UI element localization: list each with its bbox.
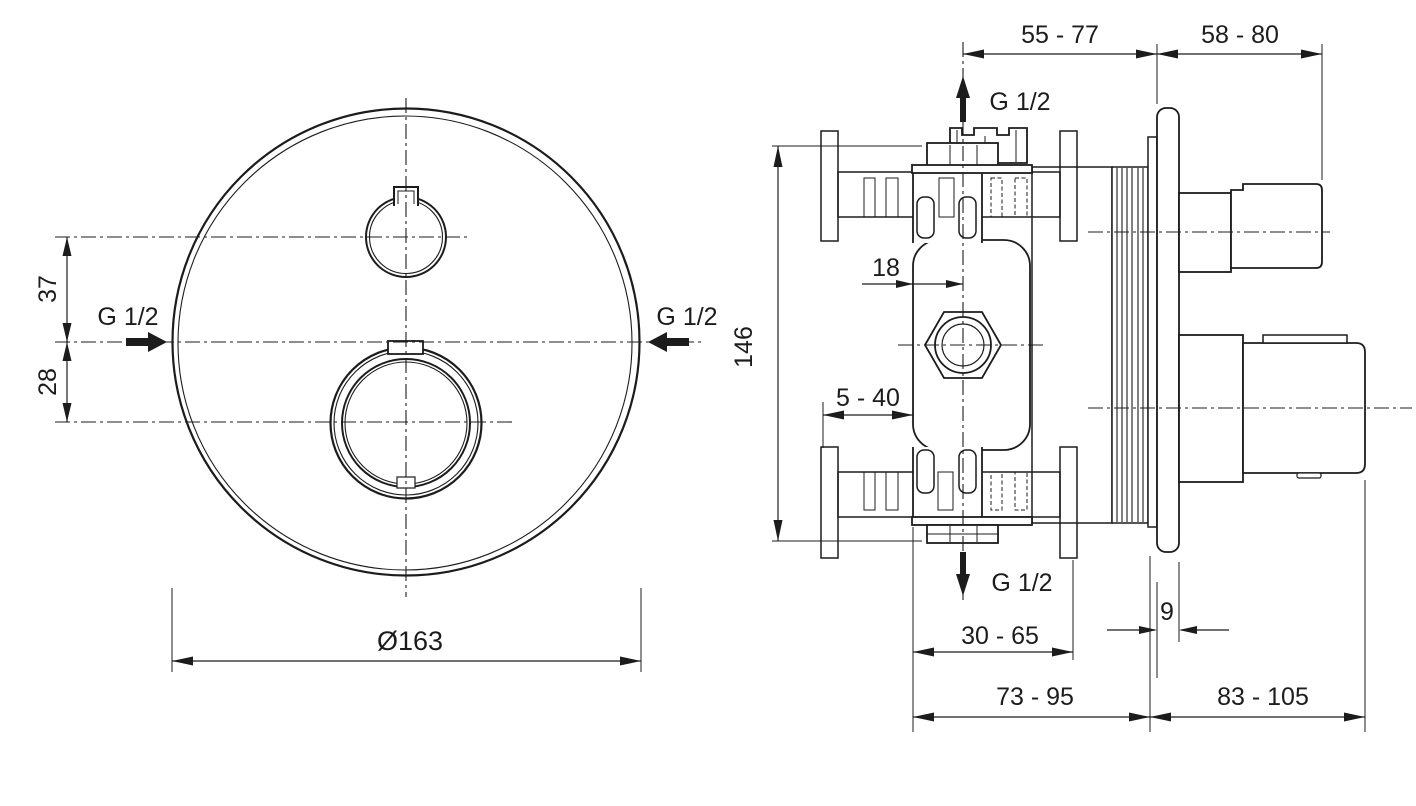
wall-slots-hidden: [990, 177, 1028, 511]
dim-spindle-offset: 18: [862, 254, 963, 288]
mounting-bar-right-bottom: [1059, 446, 1078, 559]
dim-top-projection: 58 - 80: [1157, 21, 1323, 180]
top-port: G 1/2: [956, 76, 1051, 122]
dim-body-height: 146: [730, 145, 922, 542]
mounting-bar-left-top: [820, 130, 839, 242]
upper-knob-side: [1178, 183, 1323, 273]
dim-body-height-label: 146: [730, 326, 758, 368]
right-port-label: G 1/2: [656, 303, 717, 331]
top-port-label: G 1/2: [989, 88, 1050, 116]
lower-knob-tab-side: [1262, 334, 1348, 344]
dim-wall-range: 5 - 40: [822, 384, 913, 448]
right-inlet: G 1/2: [648, 303, 718, 352]
faceplate-side: [1156, 107, 1180, 553]
dim-diameter-label: Ø163: [377, 626, 443, 656]
mounting-bar-right-top: [1059, 130, 1078, 242]
dim-top-depth-label: 55 - 77: [1021, 21, 1099, 49]
lower-knob-bump: [1296, 472, 1322, 479]
dim-knob-offsets: 37 28: [34, 237, 72, 422]
left-inlet: G 1/2: [97, 303, 167, 352]
body-flange-bottom: [911, 516, 1033, 526]
dim-total-projection-label: 83 - 105: [1217, 683, 1309, 711]
bottom-port: G 1/2: [956, 552, 1053, 597]
left-inlet-arrow: [126, 332, 167, 352]
faceplate-step: [1147, 136, 1158, 528]
dim-mid-depth: 30 - 65: [912, 527, 1074, 732]
top-port-arrow: [956, 76, 970, 122]
faceplate-inner-edge: [177, 115, 633, 571]
dim-total-depth-label: 73 - 95: [996, 683, 1074, 711]
cartridge-housing: [1031, 166, 1113, 524]
dim-wall-range-label: 5 - 40: [836, 384, 900, 412]
front-view: G 1/2 G 1/2 37 28 Ø163: [34, 98, 718, 672]
top-connection: [926, 127, 1028, 168]
side-view: G 1/2 G 1/2 55 - 77 58 - 80 18: [730, 21, 1412, 732]
dim-top-projection-label: 58 - 80: [1201, 21, 1279, 49]
left-port-label: G 1/2: [97, 303, 158, 331]
dim-top-depth: 55 - 77: [963, 21, 1158, 104]
dim-37-label: 37: [34, 275, 62, 303]
mounting-bars: [820, 130, 1078, 559]
dim-total-projection: 83 - 105: [1150, 480, 1366, 732]
dim-spindle-offset-label: 18: [872, 254, 900, 282]
dim-diameter: Ø163: [171, 588, 642, 672]
dim-plate-thickness-label: 9: [1160, 598, 1174, 626]
dim-28-label: 28: [34, 368, 62, 396]
thread-section: [1111, 166, 1149, 524]
bottom-port-arrow: [956, 552, 970, 596]
bottom-port-label: G 1/2: [991, 569, 1052, 597]
wall-slots-visible: [863, 177, 899, 511]
dim-plate-thickness: 9: [1107, 562, 1229, 678]
mounting-bar-left-bottom: [820, 446, 839, 559]
body-flange-top: [911, 164, 1033, 174]
dim-total-depth: 73 - 95: [913, 556, 1151, 732]
right-inlet-arrow: [648, 332, 689, 352]
dim-mid-depth-label: 30 - 65: [961, 622, 1039, 650]
